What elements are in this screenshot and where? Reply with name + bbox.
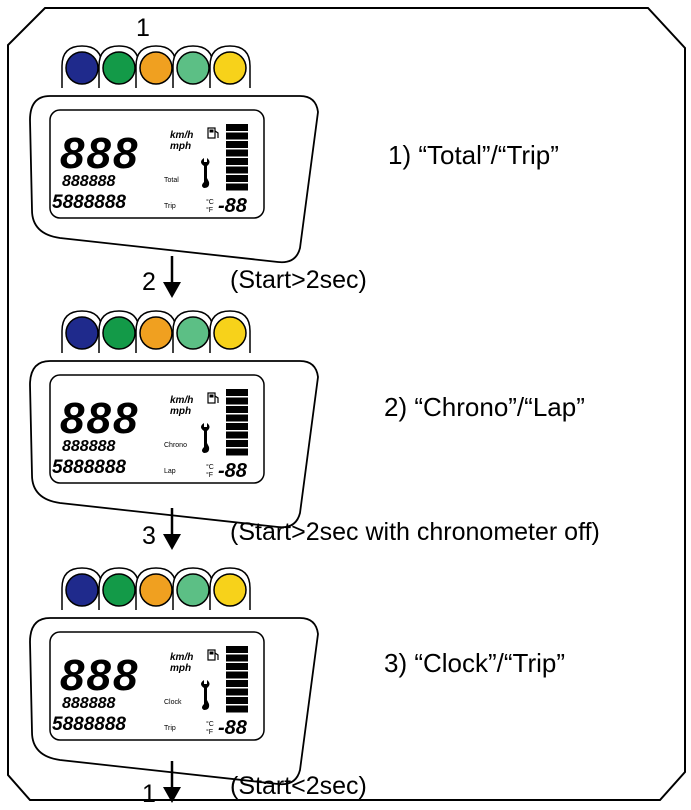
temp-unit-c: °C bbox=[206, 198, 214, 206]
upper-counter-label: Chrono bbox=[164, 442, 187, 449]
indicator-led-4 bbox=[176, 316, 210, 350]
wrench-icon bbox=[201, 423, 210, 453]
fuel-pump-icon bbox=[207, 649, 219, 661]
lower-counter-label: Trip bbox=[164, 725, 176, 732]
upper-counter-label: Total bbox=[164, 177, 179, 184]
unit-kmh: km/h bbox=[170, 652, 193, 663]
fuel-bar-segment bbox=[226, 397, 248, 405]
fuel-bar-segment bbox=[226, 166, 248, 174]
fuel-bar-segment bbox=[226, 646, 248, 653]
indicator-led-4 bbox=[176, 573, 210, 607]
fuel-bar-segment bbox=[226, 697, 248, 704]
fuel-bar-segment bbox=[226, 406, 248, 413]
fuel-bar-segment bbox=[226, 414, 248, 422]
unit-mph: mph bbox=[170, 663, 191, 674]
temperature-digits: -88 bbox=[218, 195, 248, 217]
fuel-bar-segment bbox=[226, 663, 248, 670]
fuel-bar-segment bbox=[226, 705, 248, 713]
indicator-led-5 bbox=[213, 573, 247, 607]
indicator-led-4 bbox=[176, 51, 210, 85]
lower-counter-digits: 5888888 bbox=[52, 457, 126, 478]
wrench-icon bbox=[201, 158, 210, 188]
indicator-led-3 bbox=[139, 51, 173, 85]
speed-digits: 888 bbox=[60, 129, 139, 178]
fuel-bar-segment bbox=[226, 175, 248, 182]
fuel-bar-segment bbox=[226, 183, 248, 191]
lower-counter-digits: 5888888 bbox=[52, 714, 126, 735]
indicator-led-3 bbox=[139, 316, 173, 350]
upper-counter-label: Clock bbox=[164, 699, 182, 706]
fuel-bar-segment bbox=[226, 149, 248, 157]
indicator-led-3 bbox=[139, 573, 173, 607]
speed-digits: 888 bbox=[60, 394, 139, 443]
indicator-led-2 bbox=[102, 316, 136, 350]
lower-counter-digits: 5888888 bbox=[52, 192, 126, 213]
fuel-bar-segment bbox=[226, 389, 248, 396]
temp-unit-f: °F bbox=[206, 206, 213, 214]
transition-3-number: 1 bbox=[142, 780, 156, 808]
initial-step-number: 1 bbox=[136, 14, 150, 42]
fuel-bar-segment bbox=[226, 132, 248, 140]
fuel-bar-segment bbox=[226, 688, 248, 696]
mode-1-label: 1) “Total”/“Trip” bbox=[388, 140, 559, 170]
wrench-icon bbox=[201, 680, 210, 710]
transition-2-number: 3 bbox=[142, 522, 156, 550]
indicator-led-5 bbox=[213, 316, 247, 350]
unit-mph: mph bbox=[170, 141, 191, 152]
temp-unit-c: °C bbox=[206, 463, 214, 471]
down-arrow-icon bbox=[163, 761, 181, 803]
down-arrow-icon bbox=[163, 508, 181, 550]
temp-unit-c: °C bbox=[206, 720, 214, 728]
fuel-pump-icon bbox=[207, 392, 219, 404]
transition-1-number: 2 bbox=[142, 268, 156, 296]
down-arrow-icon bbox=[163, 256, 181, 298]
unit-kmh: km/h bbox=[170, 130, 193, 141]
indicator-led-1 bbox=[65, 573, 99, 607]
unit-kmh: km/h bbox=[170, 395, 193, 406]
fuel-bar-segment bbox=[226, 654, 248, 662]
transition-2-condition: (Start>2sec with chronometer off) bbox=[230, 518, 600, 546]
unit-mph: mph bbox=[170, 406, 191, 417]
lower-counter-label: Trip bbox=[164, 203, 176, 210]
fuel-bar-segment bbox=[226, 671, 248, 679]
temp-unit-f: °F bbox=[206, 728, 213, 736]
upper-counter-digits: 888888 bbox=[62, 695, 115, 712]
lower-counter-label: Lap bbox=[164, 468, 176, 475]
temperature-digits: -88 bbox=[218, 717, 248, 739]
fuel-bar-segment bbox=[226, 440, 248, 447]
fuel-bar-segment bbox=[226, 680, 248, 687]
indicator-led-1 bbox=[65, 316, 99, 350]
upper-counter-digits: 888888 bbox=[62, 173, 115, 190]
fuel-bar-segment bbox=[226, 448, 248, 456]
indicator-led-1 bbox=[65, 51, 99, 85]
indicator-led-2 bbox=[102, 573, 136, 607]
indicator-led-2 bbox=[102, 51, 136, 85]
fuel-bar-segment bbox=[226, 431, 248, 439]
fuel-bar-segment bbox=[226, 423, 248, 430]
mode-3-label: 3) “Clock”/“Trip” bbox=[384, 648, 566, 678]
temp-unit-f: °F bbox=[206, 471, 213, 479]
temperature-digits: -88 bbox=[218, 460, 248, 482]
upper-counter-digits: 888888 bbox=[62, 438, 115, 455]
fuel-bar-segment bbox=[226, 158, 248, 165]
fuel-pump-icon bbox=[207, 127, 219, 139]
fuel-bar-segment bbox=[226, 124, 248, 131]
transition-3-condition: (Start<2sec) bbox=[230, 772, 367, 800]
transition-1-condition: (Start>2sec) bbox=[230, 266, 367, 294]
speed-digits: 888 bbox=[60, 651, 139, 700]
mode-2-label: 2) “Chrono”/“Lap” bbox=[384, 392, 585, 422]
indicator-led-5 bbox=[213, 51, 247, 85]
fuel-bar-segment bbox=[226, 141, 248, 148]
